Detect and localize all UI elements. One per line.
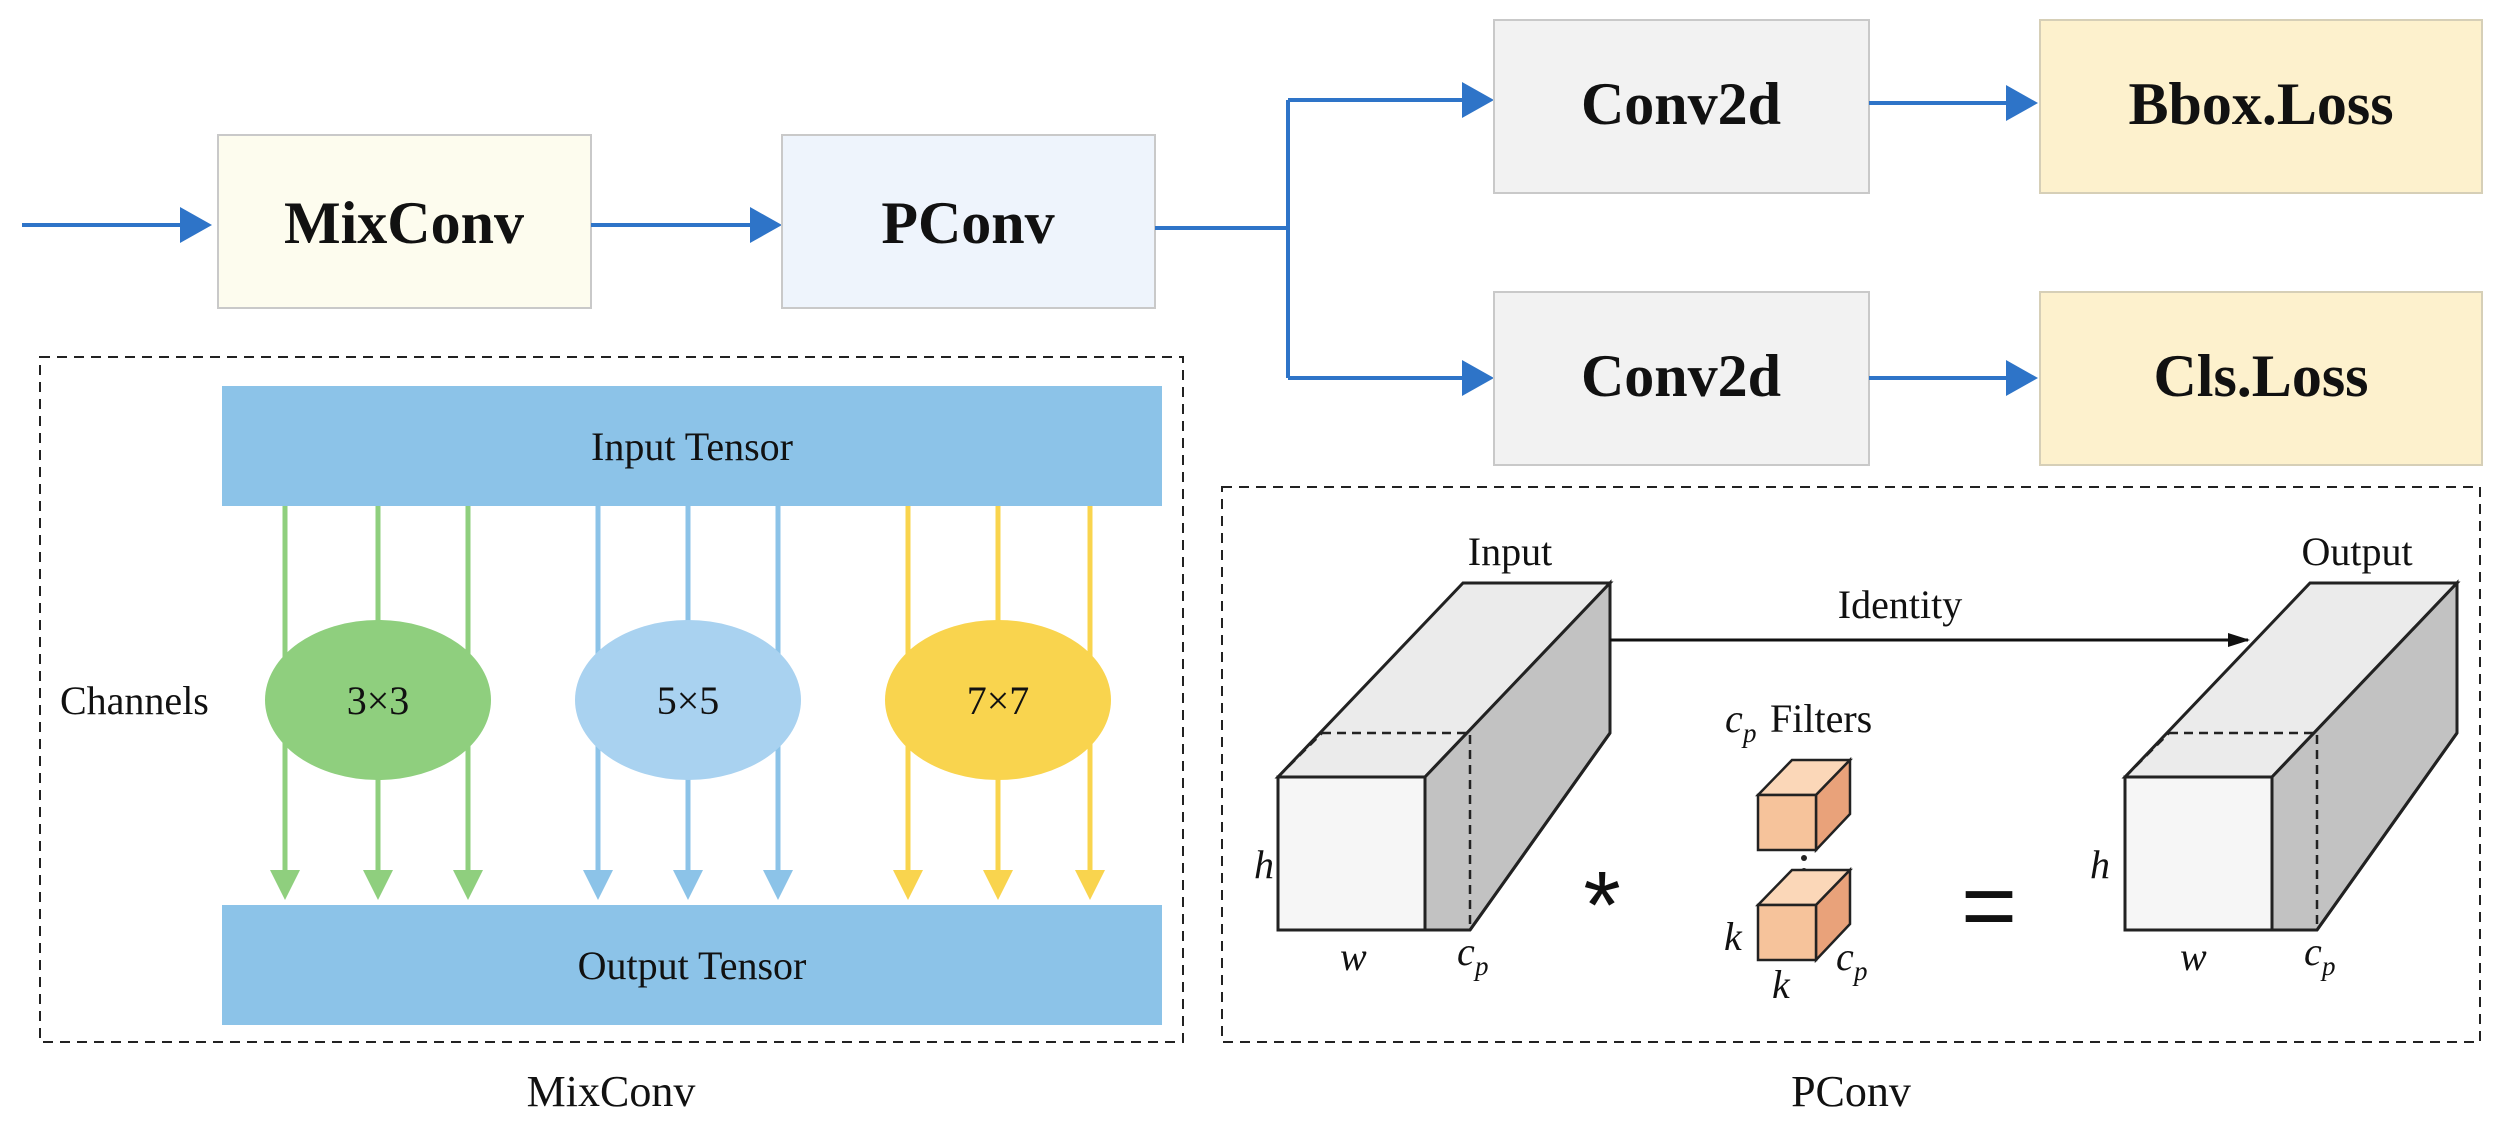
filter-k-bottom-label: k bbox=[1772, 962, 1791, 1007]
filters-label: Filters bbox=[1770, 696, 1872, 741]
output-label: Output bbox=[2301, 529, 2412, 574]
cls-loss-box bbox=[2039, 291, 2483, 466]
kernel-3x3-label: 3×3 bbox=[347, 678, 410, 723]
output-p-label: p bbox=[2320, 951, 2336, 981]
branch-top-arrowhead bbox=[1462, 82, 1494, 118]
input-cuboid bbox=[1274, 579, 1614, 932]
filter-cube-top bbox=[1755, 756, 1853, 854]
branch-bottom-arrowhead bbox=[1462, 360, 1494, 396]
filter-k-side-label: k bbox=[1724, 914, 1743, 959]
output-tensor-bar bbox=[222, 905, 1162, 1025]
kernel-3x3-ellipse bbox=[265, 620, 491, 780]
conv2d-top-box bbox=[1493, 19, 1870, 194]
input-partial-channels-dash bbox=[1322, 731, 1472, 930]
input-tensor-label: Input Tensor bbox=[591, 424, 793, 469]
conv2d-bottom-label: Conv2d bbox=[1581, 343, 1781, 409]
pconv-panel: Input h w c p Identity * c p Filters k bbox=[1221, 486, 2481, 1043]
input-p-label: p bbox=[1473, 951, 1489, 981]
output-c-label: c bbox=[2304, 929, 2322, 974]
mixconv-box bbox=[217, 134, 592, 309]
kernel-5x5-label: 5×5 bbox=[657, 678, 720, 723]
channels-label: Channels bbox=[60, 678, 209, 723]
filter-cube-bottom bbox=[1755, 866, 1853, 964]
identity-label: Identity bbox=[1838, 582, 1962, 627]
pconv-panel-border bbox=[1221, 486, 2481, 1043]
filters-c-label: c bbox=[1725, 696, 1743, 741]
mixconv-box-label: MixConv bbox=[284, 190, 524, 256]
bbox-loss-box bbox=[2039, 19, 2483, 194]
output-cuboid bbox=[2121, 579, 2461, 932]
mixconv-panel: Input Tensor Output Tensor bbox=[39, 356, 1184, 1043]
equals-operator: = bbox=[1961, 852, 2017, 959]
pipeline: MixConv PConv Conv2d Conv2d Bbox.Loss Cl… bbox=[22, 19, 2483, 466]
filter-p-label: p bbox=[1852, 956, 1868, 986]
mixconv-panel-border bbox=[39, 356, 1184, 1043]
mixconv-to-pconv-arrowhead bbox=[750, 207, 782, 243]
input-h-label: h bbox=[1254, 842, 1274, 887]
pconv-box-label: PConv bbox=[881, 190, 1054, 256]
conv-to-cls-arrowhead bbox=[2006, 360, 2038, 396]
conv-operator: * bbox=[1583, 852, 1620, 959]
conv2d-top-label: Conv2d bbox=[1581, 71, 1781, 137]
output-tensor-label: Output Tensor bbox=[578, 943, 807, 988]
input-w-label: w bbox=[1340, 934, 1367, 979]
mixconv-caption: MixConv bbox=[527, 1067, 696, 1116]
bbox-loss-label: Bbox.Loss bbox=[2128, 71, 2393, 137]
input-cuboid-front bbox=[1276, 775, 1427, 932]
output-w-label: w bbox=[2180, 934, 2207, 979]
conv-to-bbox-arrowhead bbox=[2006, 85, 2038, 121]
input-c-label: c bbox=[1457, 929, 1475, 974]
kernel-5x5-ellipse bbox=[575, 620, 801, 780]
input-arrowhead bbox=[180, 207, 212, 243]
filter-c-label: c bbox=[1836, 934, 1854, 979]
kernel-7x7-ellipse bbox=[885, 620, 1111, 780]
conv2d-bottom-box bbox=[1493, 291, 1870, 466]
pconv-box bbox=[781, 134, 1156, 309]
output-h-label: h bbox=[2090, 842, 2110, 887]
pconv-caption: PConv bbox=[1791, 1067, 1911, 1116]
input-tensor-bar bbox=[222, 386, 1162, 506]
kernel-7x7-label: 7×7 bbox=[967, 678, 1030, 723]
cls-loss-label: Cls.Loss bbox=[2153, 343, 2368, 409]
input-label: Input bbox=[1468, 529, 1552, 574]
filters-p-label: p bbox=[1741, 718, 1757, 748]
